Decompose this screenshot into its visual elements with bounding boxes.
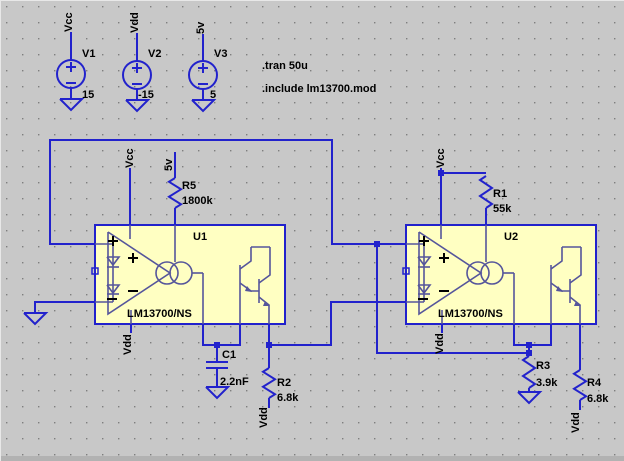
resistor-ref[interactable]: R1	[493, 188, 507, 200]
net-flag-5v[interactable]: 5v	[163, 158, 175, 171]
resistor-value[interactable]: 55k	[493, 203, 512, 215]
resistor-r4[interactable]: R4 6.8k Vdd	[570, 369, 609, 433]
voltage-source-v3[interactable]: V3 5 5v	[188, 21, 227, 113]
resistor-zigzag[interactable]	[167, 177, 183, 209]
resistor-zigzag[interactable]	[572, 369, 588, 401]
resistor-ref[interactable]: R4	[587, 377, 602, 389]
junction	[374, 241, 380, 247]
ground-symbol[interactable]	[125, 99, 151, 113]
resistor-value[interactable]: 3.9k	[536, 377, 558, 389]
resistor-value[interactable]: 1800k	[182, 195, 213, 207]
net-flag-vdd[interactable]: Vdd	[570, 412, 582, 433]
resistor-value[interactable]: 6.8k	[587, 393, 609, 405]
net-flag-vcc[interactable]: Vcc	[124, 148, 136, 168]
junction	[526, 342, 532, 348]
net-flag-vdd[interactable]: Vdd	[129, 12, 141, 33]
source-ref[interactable]: V1	[82, 48, 95, 60]
net-flag-vdd[interactable]: Vdd	[122, 334, 134, 355]
ic-ref[interactable]: U2	[504, 231, 518, 243]
capacitor-ref[interactable]: C1	[222, 349, 236, 361]
resistor-ref[interactable]: R2	[277, 377, 291, 389]
junction	[214, 342, 220, 348]
ground-symbol[interactable]	[205, 386, 231, 400]
voltage-source-v1[interactable]: V1 15 Vcc	[56, 12, 95, 112]
capacitor-value[interactable]: 2.2nF	[220, 376, 249, 388]
ic-body[interactable]	[94, 224, 286, 325]
junction	[526, 350, 532, 356]
source-value[interactable]: 5	[210, 89, 216, 101]
unconnected-pin	[402, 267, 410, 275]
resistor-r3[interactable]: R3 3.9k	[521, 355, 558, 392]
resistor-r5[interactable]: R5 1800k 5v	[163, 158, 213, 209]
unconnected-pin	[91, 267, 99, 275]
capacitor-c1[interactable]: C1 2.2nF	[206, 349, 249, 388]
resistor-zigzag[interactable]	[478, 175, 494, 209]
junctions	[214, 170, 532, 356]
ota-symbol	[95, 225, 271, 324]
resistor-value[interactable]: 6.8k	[277, 392, 299, 404]
ic-model[interactable]: LM13700/NS	[127, 308, 192, 320]
net-flag-5v[interactable]: 5v	[195, 21, 207, 34]
wire-noninverting-loop[interactable]	[49, 139, 406, 245]
polarity-marks	[418, 236, 449, 300]
wire-feedback[interactable]	[376, 244, 529, 354]
resistor-ref[interactable]: R5	[182, 180, 196, 192]
resistor-ref[interactable]: R3	[536, 360, 550, 372]
spice-directive-tran[interactable]: .tran 50u	[262, 60, 308, 72]
resistor-zigzag[interactable]	[521, 355, 537, 389]
ic-u1[interactable]: U1 LM13700/NS	[91, 224, 286, 325]
ic-ref[interactable]: U1	[193, 231, 207, 243]
ic-model[interactable]: LM13700/NS	[438, 308, 503, 320]
net-flag-vdd[interactable]: Vdd	[434, 333, 446, 354]
net-flag-vcc[interactable]: Vcc	[63, 12, 75, 32]
ota-symbol	[406, 225, 582, 324]
source-value[interactable]: 15	[82, 89, 94, 101]
junction	[438, 170, 444, 176]
ground-symbol[interactable]	[191, 99, 217, 113]
resistor-r1[interactable]: R1 55k	[478, 175, 512, 215]
net-flag-vcc[interactable]: Vcc	[435, 148, 447, 168]
source-ref[interactable]: V2	[148, 48, 161, 60]
resistor-r2[interactable]: R2 6.8k Vdd	[258, 367, 299, 428]
junction	[266, 342, 272, 348]
wire-u1-output-loop[interactable]	[202, 324, 241, 346]
polarity-marks	[107, 236, 138, 300]
spice-directive-include[interactable]: .include lm13700.mod	[262, 83, 376, 95]
resistor-zigzag[interactable]	[261, 367, 277, 399]
voltage-source-v2[interactable]: V2 -15 Vdd	[122, 12, 161, 113]
source-value[interactable]: -15	[138, 89, 154, 101]
net-flag-vdd[interactable]: Vdd	[258, 407, 270, 428]
ground-symbol[interactable]	[23, 312, 49, 326]
wire-u1-to-u2-inverting[interactable]	[269, 301, 406, 346]
ic-body[interactable]	[405, 224, 597, 325]
ic-u2[interactable]: U2 LM13700/NS	[402, 224, 597, 325]
wire-u1-inverting-to-ground[interactable]	[34, 301, 95, 313]
bottom-edge	[0, 456, 624, 461]
wire-u2-output-loop[interactable]	[513, 324, 552, 346]
source-ref[interactable]: V3	[214, 48, 227, 60]
ground-symbol[interactable]	[59, 98, 85, 112]
